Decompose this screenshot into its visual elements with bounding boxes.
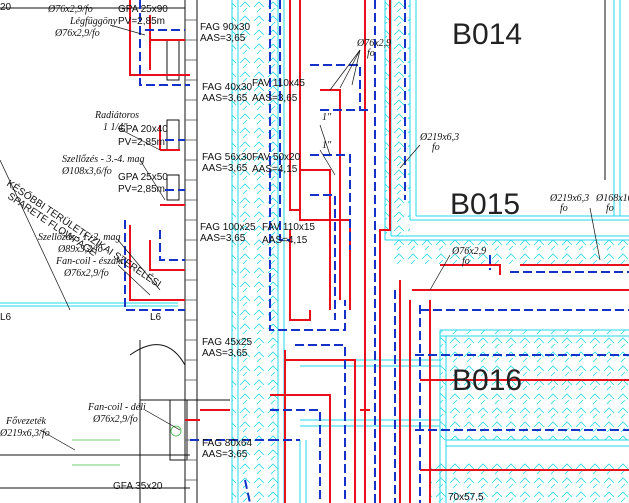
fag4-label: FAG 100x25 — [200, 222, 256, 233]
fag4-aas: AAS=3,65 — [200, 233, 246, 244]
room-b014-label: B014 — [452, 18, 522, 51]
fav1-label: FAV 110x45 — [252, 78, 305, 89]
pipe-label-vent34-dim: Ø108x3,6/fo — [61, 166, 112, 177]
hatch-zone-bottom — [430, 460, 629, 503]
fav2-label: FAV 50x20 — [252, 152, 301, 163]
fag6-aas: AAS=3,65 — [202, 449, 248, 460]
pipe-label-fancoil-n-name: Fan-coil - északi — [55, 256, 123, 267]
pipe-label-radiator-name: Radiátoros — [94, 110, 139, 121]
green-accents — [72, 425, 182, 466]
return-pipes — [124, 0, 629, 503]
fav1-aas: AAS=3,65 — [252, 93, 298, 104]
pipe-label-r3-fo: fo — [560, 203, 568, 214]
gpa2-label: GPA 20x40 — [118, 124, 168, 135]
leader-lines — [39, 24, 601, 451]
hatch-zone-left — [232, 0, 278, 503]
bottom-dim-label: 70x57,5 — [448, 492, 484, 503]
pipe-label-r3: Ø219x6,3 — [549, 193, 589, 204]
pipe-label-radiator-size: 1 1/4" — [103, 122, 128, 133]
level-top-20: 20 — [0, 2, 12, 13]
gpa2-pv: PV=2,85m — [118, 137, 165, 148]
fag3-aas: AAS=3,65 — [202, 163, 248, 174]
fag2-label: FAG 40x30 — [202, 82, 252, 93]
fag6-label: FAG 80x64 — [202, 438, 252, 449]
fag1-label: FAG 90x30 — [200, 22, 250, 33]
pipe-label-r2-fo: fo — [432, 142, 440, 153]
pipe-label-r5-fo: fo — [462, 256, 470, 267]
pipe-label-airc-name: Légfüggöny — [69, 16, 118, 27]
pipe-label-main-name: Fővezeték — [5, 416, 47, 427]
fag1-aas: AAS=3,65 — [200, 33, 246, 44]
room-b016-label: B016 — [452, 364, 522, 397]
gfa-label: GFA 35x20 — [113, 481, 163, 492]
fag3-label: FAG 56x30 — [202, 152, 252, 163]
pipe-label-r2: Ø219x6,3 — [419, 132, 459, 143]
fag2-aas: AAS=3,65 — [202, 93, 248, 104]
pipe-label-fancoil-s-name: Fan-coil - déli — [87, 402, 146, 413]
diagonal-note-line — [0, 159, 71, 311]
pipe-label-1inch-a: 1" — [322, 112, 332, 123]
room-b015-label: B015 — [450, 188, 520, 221]
pipe-label-airc-dim: Ø76x2,9/fo — [54, 28, 100, 39]
gpa3-pv: PV=2,85m — [118, 184, 165, 195]
pipe-label-r5: Ø76x2,9 — [451, 246, 486, 257]
gpa1-pv: PV=2,85m — [118, 16, 165, 27]
fav3-aas: AAS=4,15 — [262, 235, 308, 246]
hatch-zone-b015 — [390, 240, 629, 265]
gpa1-label: GPA 25x90 — [118, 4, 168, 15]
fag5-label: FAG 45x25 — [202, 337, 252, 348]
pipe-label-main-dim: Ø219x6,3/fo — [0, 428, 50, 439]
pipe-label-r1: Ø76x2,9 — [356, 38, 391, 49]
pipe-label-r4-fo: fo — [606, 203, 614, 214]
pipe-label-vent12-name: Szellőzés - 1.-2. mag — [38, 232, 121, 243]
supply-pipes — [129, 0, 629, 503]
hatch-zone-b016 — [440, 330, 629, 440]
hatch-zone-mid — [385, 0, 410, 240]
level-l6-a: L6 — [0, 312, 12, 323]
fav2-aas: AAS=4,15 — [252, 164, 298, 175]
pipe-label-1: Ø76x2,9/fo — [47, 4, 93, 15]
gpa3-label: GPA 25x50 — [118, 172, 168, 183]
level-l6-b: L6 — [150, 312, 162, 323]
pipe-label-1inch-b: 1" — [322, 140, 332, 151]
fag5-aas: AAS=3,65 — [202, 348, 248, 359]
pipe-label-vent12-dim: Ø89x3,2/fo — [57, 244, 103, 255]
pipe-label-vent34-name: Szellőzés - 3.-4. mag — [62, 154, 145, 165]
pipe-label-r1-fo: fo — [367, 48, 375, 59]
diagonal-note-2: SPARETE FLOWPAGE — [5, 191, 98, 259]
pipe-label-fancoil-s-dim: Ø76x2,9/fo — [92, 414, 138, 425]
fav3-label: FAV 110x15 — [262, 222, 315, 233]
pipe-label-r4: Ø168x10, — [595, 193, 629, 204]
pipe-label-fancoil-n-dim: Ø76x2,9/fo — [63, 268, 109, 279]
